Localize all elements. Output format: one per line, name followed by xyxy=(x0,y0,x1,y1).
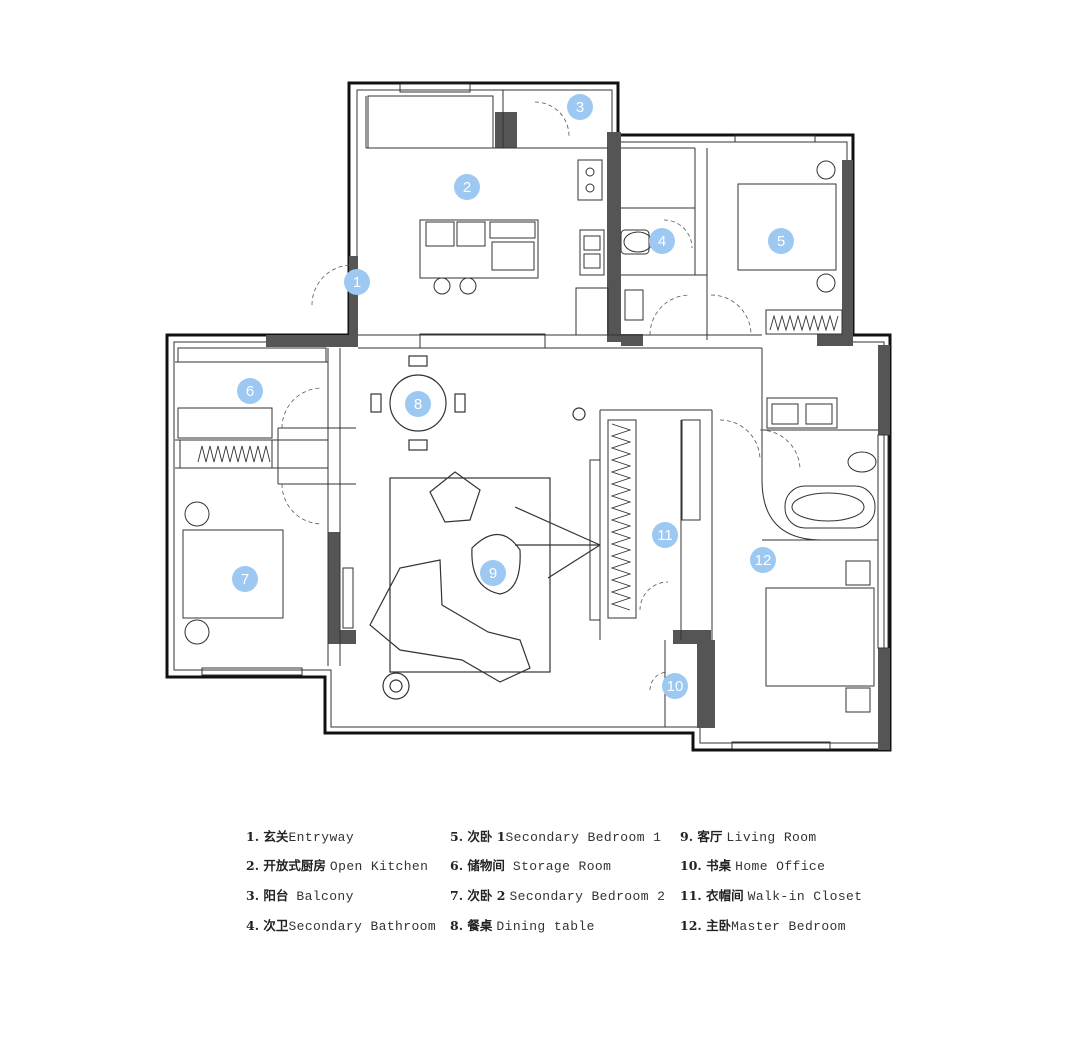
room-marker-label-9: 9 xyxy=(489,565,497,582)
room-marker-label-6: 6 xyxy=(246,383,254,400)
room-marker-3 xyxy=(567,94,593,120)
room-marker-label-10: 10 xyxy=(667,678,684,695)
room-marker-7 xyxy=(232,566,258,592)
solid-wall-blocks xyxy=(266,112,890,750)
room-marker-label-7: 7 xyxy=(241,571,249,588)
closet-fixtures xyxy=(589,419,701,621)
room-marker-4 xyxy=(649,228,675,254)
room-marker-11 xyxy=(652,522,678,548)
interior-walls xyxy=(175,90,878,727)
room-marker-label-3: 3 xyxy=(576,99,584,116)
exterior-walls xyxy=(165,81,892,752)
bedroom-1-furniture xyxy=(737,160,843,335)
room-marker-9 xyxy=(480,560,506,586)
room-marker-6 xyxy=(237,378,263,404)
living-furniture xyxy=(369,471,601,700)
bathroom-fixtures xyxy=(620,229,877,541)
dining-furniture xyxy=(370,355,586,451)
room-marker-8 xyxy=(405,391,431,417)
room-marker-label-12: 12 xyxy=(755,552,772,569)
windows xyxy=(201,83,889,750)
wardrobe-hangers xyxy=(197,314,839,611)
room-marker-label-4: 4 xyxy=(658,233,666,250)
exterior-wall-inner-lines xyxy=(173,89,885,744)
door-swings xyxy=(281,101,801,691)
kitchen-fixtures xyxy=(367,95,609,336)
room-marker-12 xyxy=(750,547,776,573)
room-marker-label-5: 5 xyxy=(777,233,785,250)
room-marker-label-2: 2 xyxy=(463,179,471,196)
master-bedroom-furniture xyxy=(765,560,875,713)
room-marker-2 xyxy=(454,174,480,200)
room-marker-label-11: 11 xyxy=(657,527,673,544)
bedroom-2-furniture xyxy=(177,347,327,645)
room-marker-10 xyxy=(662,673,688,699)
room-marker-label-1: 1 xyxy=(353,274,361,291)
room-marker-1 xyxy=(344,269,370,295)
room-marker-label-8: 8 xyxy=(414,396,422,413)
room-marker-5 xyxy=(768,228,794,254)
